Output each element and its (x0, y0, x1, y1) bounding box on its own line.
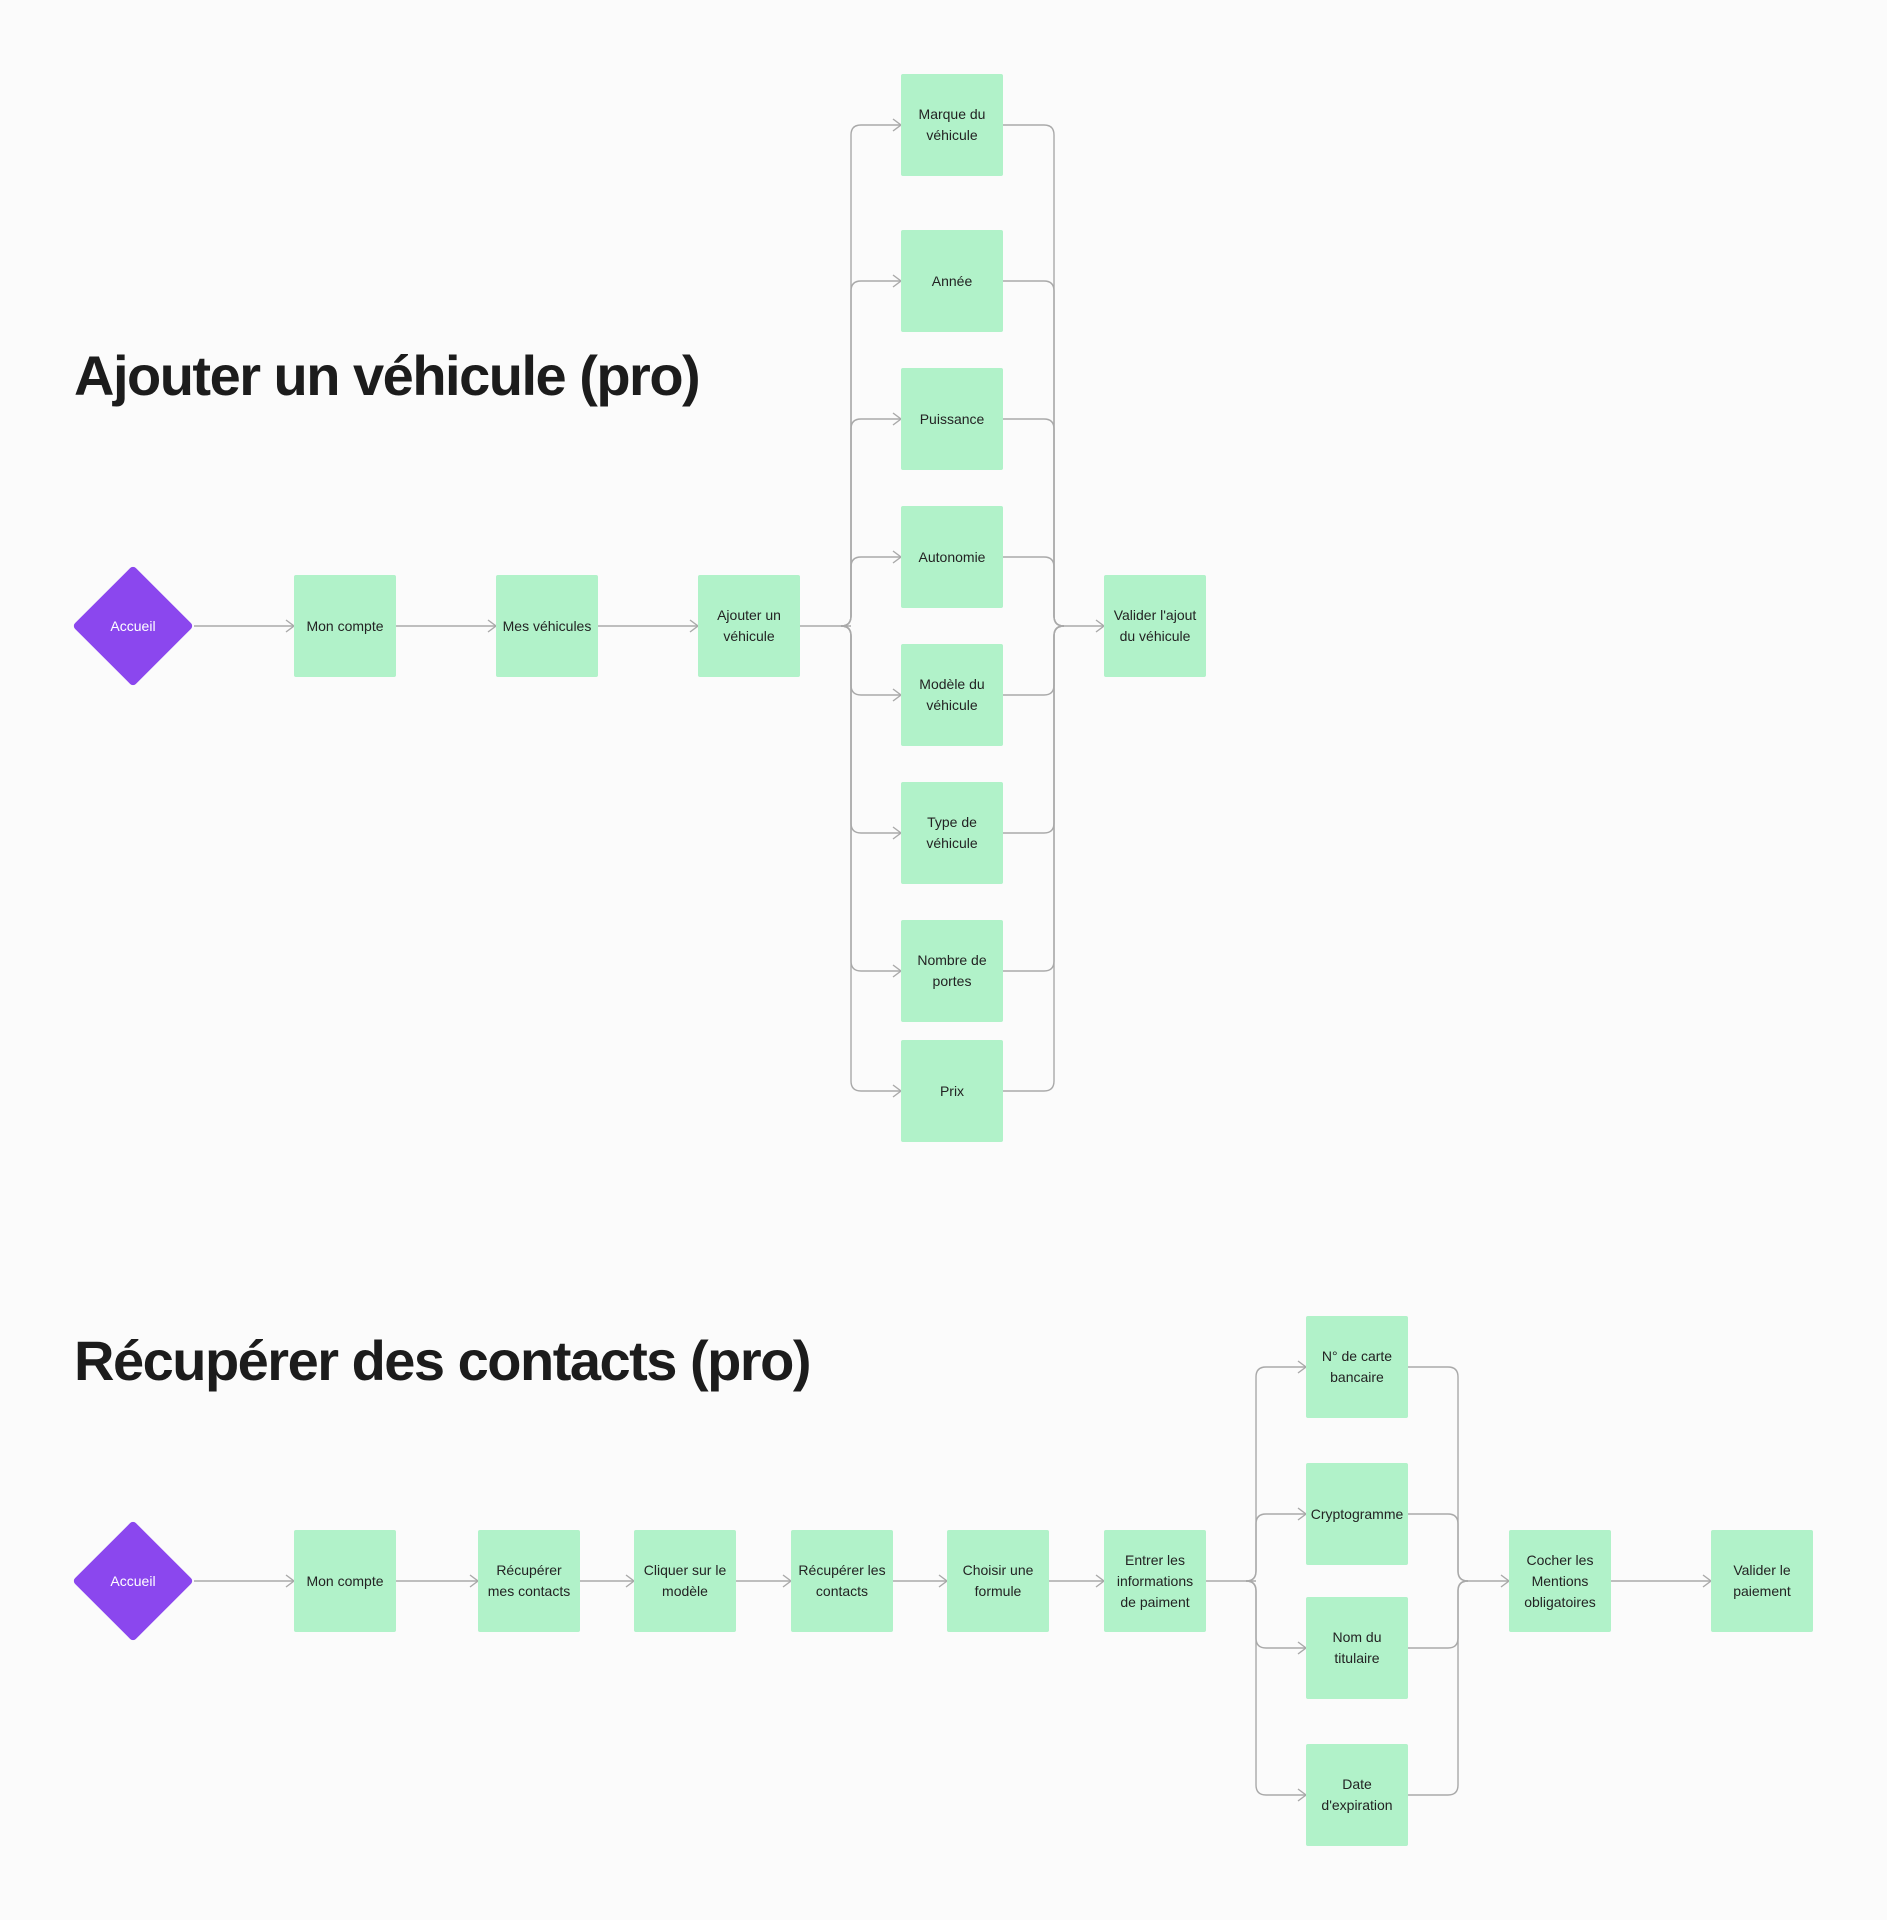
flow1-branch-marque[interactable]: Marque du véhicule (901, 74, 1003, 176)
flow2-step-cliquer-modele[interactable]: Cliquer sur le modèle (634, 1530, 736, 1632)
connector-line (1003, 124, 1065, 627)
flow1-end-valider[interactable]: Valider l'ajout du véhicule (1104, 575, 1206, 677)
flow2-step-recuperer-contacts[interactable]: Récupérer les contacts (791, 1530, 893, 1632)
flow2-end-valider-paiement[interactable]: Valider le paiement (1711, 1530, 1813, 1632)
connector-line (1003, 625, 1065, 696)
flow2-branch-titulaire[interactable]: Nom du titulaire (1306, 1597, 1408, 1699)
connector-line (1408, 1580, 1469, 1796)
connector-line (1245, 1366, 1306, 1582)
flow2-step-recuperer-mes-contacts[interactable]: Récupérer mes contacts (478, 1530, 580, 1632)
flow1-branch-prix[interactable]: Prix (901, 1040, 1003, 1142)
connector-line (1003, 625, 1065, 1092)
flow2-branch-cryptogramme[interactable]: Cryptogramme (1306, 1463, 1408, 1565)
flow1-branch-puissance[interactable]: Puissance (901, 368, 1003, 470)
flow2-step-choisir-formule[interactable]: Choisir une formule (947, 1530, 1049, 1632)
connector-line (840, 625, 901, 834)
connector-line (1408, 1513, 1469, 1582)
connector-line (1245, 1580, 1306, 1796)
flow2-start-label: Accueil (110, 1573, 156, 1589)
connector-line (840, 124, 901, 627)
flow1-start-label: Accueil (110, 618, 156, 634)
connector-line (1003, 418, 1065, 627)
flow1-step-ajouter-vehicule[interactable]: Ajouter un véhicule (698, 575, 800, 677)
connector-line (1408, 1366, 1469, 1582)
connector-line (840, 625, 901, 1092)
connector-line (840, 625, 901, 696)
flow1-branch-portes[interactable]: Nombre de portes (901, 920, 1003, 1022)
connector-line (1245, 1580, 1306, 1649)
connector-line (1003, 625, 1065, 972)
connector-line (840, 556, 901, 627)
flow1-step-mon-compte[interactable]: Mon compte (294, 575, 396, 677)
connector-line (1003, 625, 1065, 834)
flow2-step-cocher-mentions[interactable]: Cocher les Mentions obligatoires (1509, 1530, 1611, 1632)
flow2-branch-carte[interactable]: N° de carte bancaire (1306, 1316, 1408, 1418)
flow2-title: Récupérer des contacts (pro) (74, 1329, 811, 1392)
flow2-step-entrer-paiement[interactable]: Entrer les informations de paiment (1104, 1530, 1206, 1632)
flow1-title: Ajouter un véhicule (pro) (74, 344, 701, 407)
connector-line (1245, 1513, 1306, 1582)
flow1-branch-type[interactable]: Type de véhicule (901, 782, 1003, 884)
flow2-step-mon-compte[interactable]: Mon compte (294, 1530, 396, 1632)
flow1-branch-autonomie[interactable]: Autonomie (901, 506, 1003, 608)
flow1-step-mes-vehicules[interactable]: Mes véhicules (496, 575, 598, 677)
flow1-branch-annee[interactable]: Année (901, 230, 1003, 332)
flow2-branch-expiration[interactable]: Date d'expiration (1306, 1744, 1408, 1846)
connector-line (840, 280, 901, 627)
flow1-branch-modele[interactable]: Modèle du véhicule (901, 644, 1003, 746)
connector-line (1003, 280, 1065, 627)
connector-line (1408, 1580, 1469, 1649)
connectors-layer (194, 118, 1713, 1802)
connector-line (840, 418, 901, 627)
connector-line (1003, 556, 1065, 627)
connector-line (840, 625, 901, 972)
